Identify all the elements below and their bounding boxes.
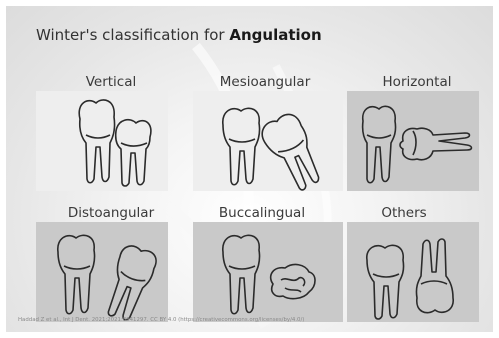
citation: Haddad Z et al., Int J Dent. 2021;2021:8…	[18, 317, 304, 323]
label-vertical: Vertical	[36, 74, 186, 90]
distoangular-panel	[36, 222, 168, 322]
vertical-panel	[36, 91, 168, 191]
others-molar-illustration	[347, 222, 479, 322]
slide-title: Winter's classification for Angulation	[36, 26, 322, 44]
buccalingual-molar-illustration	[193, 222, 343, 322]
label-buccalingual: Buccalingual	[187, 205, 337, 221]
label-distoangular: Distoangular	[36, 205, 186, 221]
mesioangular-molar-illustration	[193, 91, 343, 191]
label-horizontal: Horizontal	[342, 74, 492, 90]
slide: Winter's classification for Angulation V…	[6, 6, 493, 332]
label-others: Others	[329, 205, 479, 221]
distoangular-molar-illustration	[36, 222, 168, 322]
horizontal-panel	[347, 91, 479, 191]
label-mesioangular: Mesioangular	[190, 74, 340, 90]
horizontal-molar-illustration	[347, 91, 479, 191]
vertical-molar-illustration	[36, 91, 168, 191]
others-panel	[347, 222, 479, 322]
mesioangular-panel	[193, 91, 343, 191]
buccalingual-panel	[193, 222, 343, 322]
